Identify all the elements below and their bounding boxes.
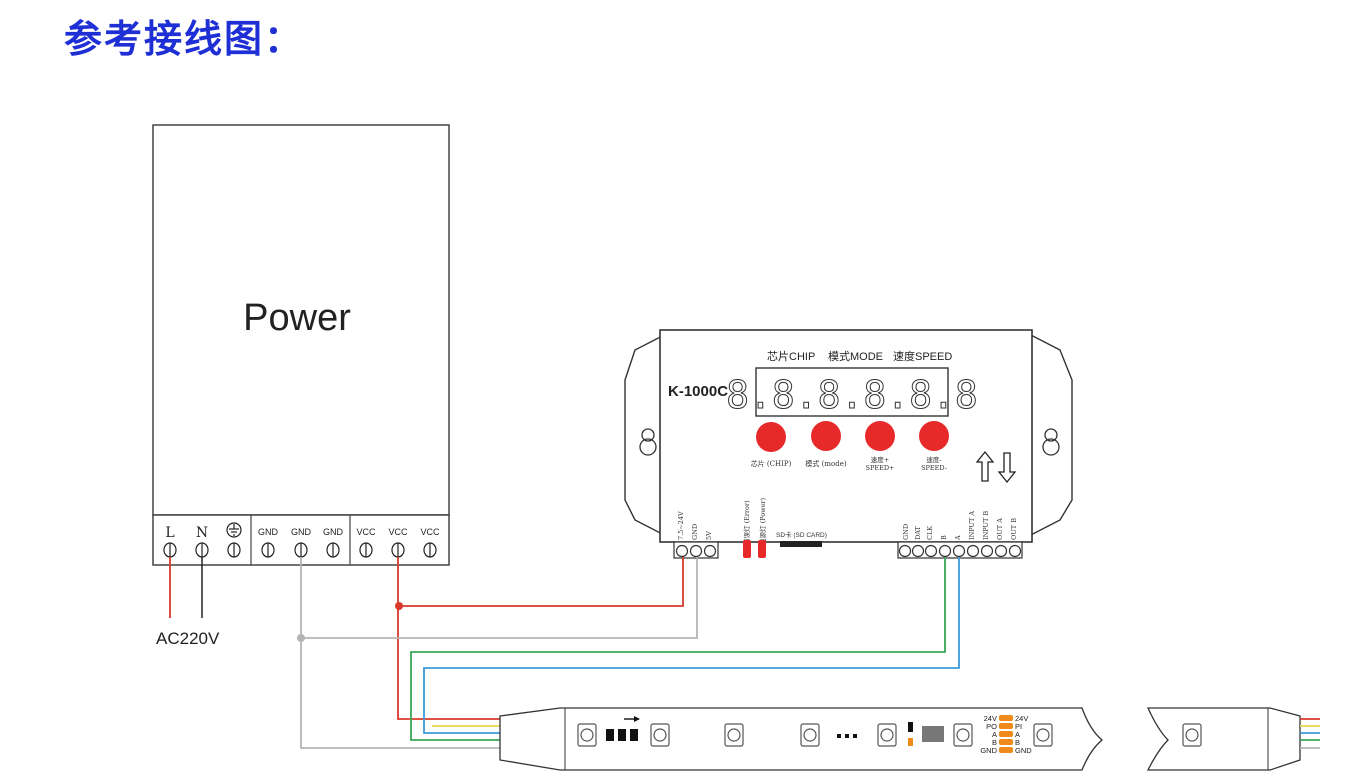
power-term-label-3: 5V: [705, 531, 713, 540]
right-term-label-1: GND: [902, 524, 910, 540]
led-chip-icons: [577, 723, 1053, 747]
terminal-label-vcc-1: VCC: [356, 527, 376, 537]
led-strip: 24V PO A B GND 24V PI A B GND: [499, 707, 1104, 771]
pin-left-po: PO: [986, 722, 997, 731]
right-term-label-3: CLK: [926, 526, 934, 540]
pin-left-gnd: GND: [980, 746, 997, 755]
right-term-label-9: OUT B: [1010, 518, 1018, 540]
pin-right-gnd: GND: [1015, 746, 1032, 755]
right-term-label-6: INPUT A: [968, 511, 976, 540]
header-speed-label: 速度SPEED: [893, 349, 952, 363]
earth-ground-icon: [226, 522, 242, 538]
terminal-label-gnd-1: GND: [258, 527, 279, 537]
right-term-label-2: DAT: [914, 525, 922, 540]
controller-k1000c: K-1000C 芯片CHIP 模式MODE 速度SPEED 8.8.8.8.8.…: [624, 329, 1073, 559]
pin-left-24v: 24V: [984, 714, 997, 723]
power-terminal-screws: [163, 542, 437, 558]
pin-right-b: B: [1015, 738, 1020, 747]
controller-model-label: K-1000C: [668, 383, 728, 400]
gnd-wire: [300, 557, 698, 639]
cut-pads-icon: [999, 715, 1013, 753]
error-led-label: 错误灯 (Error): [742, 500, 751, 545]
sd-card-label: SD卡 (SD CARD): [776, 530, 827, 539]
power-supply: Power L N GND GND GND VCC VCC VCC: [152, 124, 450, 648]
arrow-down-icon: [997, 452, 1017, 484]
terminal-label-vcc-3: VCC: [420, 527, 440, 537]
power-led-label: 电源灯 (Power): [758, 497, 767, 545]
chip-button[interactable]: [756, 422, 786, 452]
mount-hole-right-icon: [1042, 428, 1060, 456]
ellipsis-icon: [837, 734, 857, 738]
power-label: Power: [243, 297, 351, 339]
speed-minus-label-2: SPEED-: [921, 464, 947, 472]
speed-plus-label-1: 速度+: [871, 455, 889, 464]
terminal-label-gnd-2: GND: [291, 527, 312, 537]
right-term-label-5: A: [954, 535, 962, 541]
speed-plus-button[interactable]: [865, 421, 895, 451]
direction-arrow-icon: [624, 716, 640, 722]
terminal-label-l: L: [165, 525, 174, 541]
arrow-up-icon: [975, 450, 995, 482]
ic-chip-icon: [922, 726, 944, 742]
vcc-wire: [397, 557, 684, 607]
header-chip-label: 芯片CHIP: [767, 349, 815, 363]
pin-left-b: B: [992, 738, 997, 747]
pin-right-pi: PI: [1015, 722, 1022, 731]
right-term-label-7: INPUT B: [982, 511, 990, 540]
sd-card-slot: [780, 541, 822, 547]
ac-input-label: AC220V: [156, 629, 220, 648]
mount-hole-left-icon: [639, 428, 657, 456]
right-term-label-4: B: [940, 535, 948, 540]
pin-right-24v: 24V: [1015, 714, 1028, 723]
resistor-icons: [606, 729, 638, 741]
pin-right-a: A: [1015, 730, 1020, 739]
mode-button-label: 模式 (mode): [805, 459, 846, 468]
speed-minus-label-1: 速度-: [926, 455, 941, 464]
status-leds: [743, 540, 766, 558]
page-title: 参考接线图：: [64, 16, 305, 61]
display-digits: 8.8.8.8.8.8: [726, 373, 978, 417]
speed-minus-button[interactable]: [919, 421, 949, 451]
terminal-label-vcc-2: VCC: [388, 527, 408, 537]
power-term-label-1: 7.5~24V: [677, 511, 685, 540]
terminal-label-gnd-3: GND: [323, 527, 344, 537]
data-wire-green: [410, 557, 946, 741]
terminal-label-n: N: [196, 525, 208, 541]
right-term-label-8: OUT A: [996, 518, 1004, 540]
power-term-label-2: GND: [691, 524, 699, 540]
seven-segment-display: [755, 367, 949, 417]
led-strip-end: [1146, 707, 1320, 771]
chip-button-label: 芯片 (CHIP): [751, 459, 792, 468]
pin-left-a: A: [992, 730, 997, 739]
speed-plus-label-2: SPEED+: [866, 464, 895, 472]
header-mode-label: 模式MODE: [828, 350, 883, 363]
mode-button[interactable]: [811, 421, 841, 451]
data-wire-blue: [423, 557, 960, 734]
wires: [297, 557, 960, 749]
